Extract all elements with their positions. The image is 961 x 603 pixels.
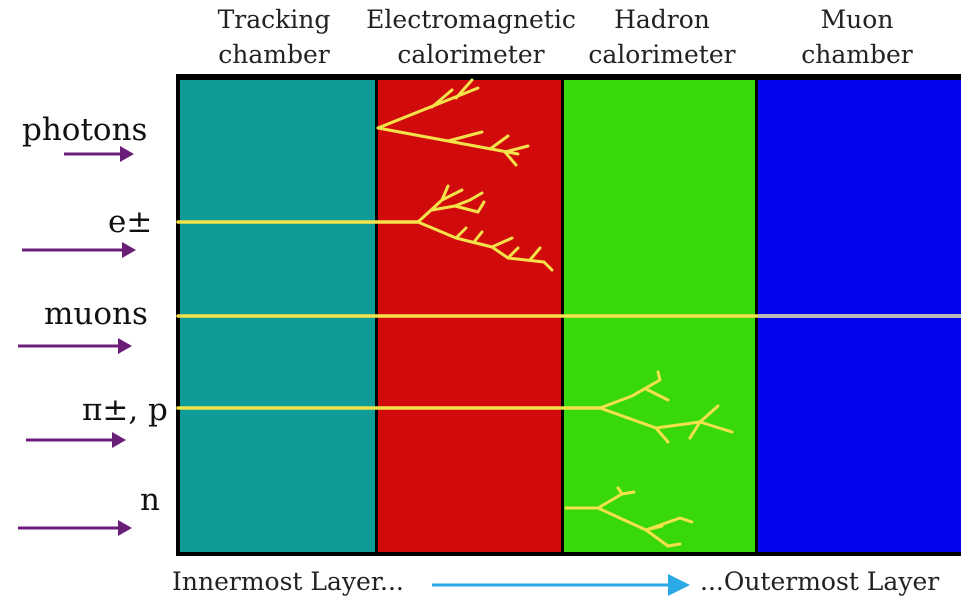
header-muon-line1: Muon bbox=[821, 5, 894, 34]
footer-arrow-icon bbox=[432, 574, 690, 596]
arrow-hadrons-icon bbox=[26, 432, 126, 448]
header-tracking-line2: chamber bbox=[218, 40, 330, 69]
label-photons: photons bbox=[22, 112, 147, 148]
header-tracking-line1: Tracking bbox=[218, 5, 331, 34]
neutron-shower bbox=[564, 486, 694, 548]
photon-shower bbox=[376, 78, 530, 167]
arrow-electrons-icon bbox=[22, 242, 136, 258]
footer: Innermost Layer... ...Outermost Layer bbox=[172, 567, 939, 596]
header-hadron-line1: Hadron bbox=[614, 5, 710, 34]
label-muons: muons bbox=[44, 296, 148, 332]
hadron-track bbox=[176, 370, 734, 444]
footer-inner-label: Innermost Layer... bbox=[172, 567, 404, 596]
photon-shower-branch-upper bbox=[376, 78, 480, 130]
electron-shower bbox=[416, 184, 554, 272]
label-electrons: e± bbox=[108, 204, 152, 240]
header-hadron-line2: calorimeter bbox=[588, 40, 735, 69]
hadron-shower bbox=[598, 370, 734, 444]
neutron-shower-paths bbox=[564, 486, 694, 548]
arrow-neutrons-icon bbox=[18, 520, 132, 536]
header-muon-line2: chamber bbox=[801, 40, 913, 69]
layer-headers: Tracking chamber Electromagnetic calorim… bbox=[218, 5, 913, 69]
incoming-arrows bbox=[18, 146, 136, 536]
particle-labels: photons e± muons π±, p n bbox=[22, 112, 168, 518]
arrow-photons-icon bbox=[64, 146, 134, 162]
label-neutrons: n bbox=[140, 482, 160, 518]
footer-outer-label: ...Outermost Layer bbox=[700, 567, 939, 596]
label-pions-protons: π±, p bbox=[82, 392, 168, 428]
particle-tracks bbox=[176, 78, 961, 548]
arrow-muons-icon bbox=[18, 338, 132, 354]
header-em-line2: calorimeter bbox=[397, 40, 544, 69]
photon-shower-branch-lower bbox=[376, 126, 530, 167]
electron-track bbox=[176, 184, 554, 272]
header-em-line1: Electromagnetic bbox=[366, 5, 576, 34]
